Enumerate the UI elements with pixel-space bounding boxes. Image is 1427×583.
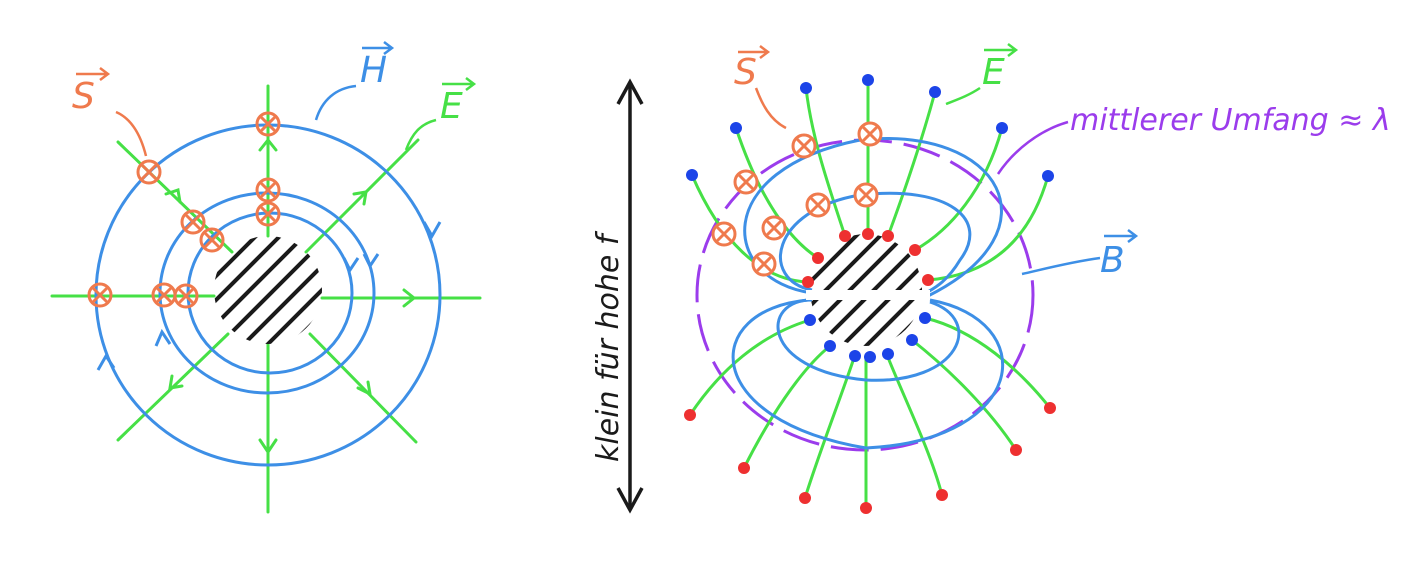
h-arrow-inner bbox=[342, 257, 360, 273]
negative-charge-dot bbox=[906, 334, 918, 346]
negative-charge-dot bbox=[686, 169, 698, 181]
e-arrow-down bbox=[258, 438, 278, 455]
s-into-page-icon bbox=[733, 169, 759, 195]
positive-charge-dot bbox=[862, 228, 874, 240]
left-poynting-symbols bbox=[87, 111, 281, 309]
negative-charge-dot bbox=[804, 314, 816, 326]
right-diagram: S E mittlerer Umfang ≈ λ B bbox=[684, 43, 1391, 514]
positive-charge-dot bbox=[839, 230, 851, 242]
s-into-page-icon bbox=[180, 209, 206, 235]
negative-charge-dot bbox=[800, 82, 812, 94]
e-line-downright bbox=[308, 332, 418, 444]
h-arrow-outer bbox=[422, 221, 442, 240]
s-into-page-icon bbox=[173, 283, 199, 309]
e-line-upright bbox=[304, 138, 420, 254]
positive-charge-dot bbox=[922, 274, 934, 286]
annotation-circumference: mittlerer Umfang ≈ λ bbox=[1070, 103, 1391, 138]
positive-charge-dot bbox=[860, 502, 872, 514]
negative-charge-dot bbox=[862, 74, 874, 86]
label-s-right: S bbox=[734, 52, 757, 93]
positive-charge-dot bbox=[936, 489, 948, 501]
negative-charge-dot bbox=[1042, 170, 1054, 182]
h-arrow-middle bbox=[362, 253, 380, 269]
conductor-gap bbox=[806, 290, 930, 300]
s-into-page-icon bbox=[761, 215, 787, 241]
s-into-page-icon bbox=[255, 201, 281, 227]
right-blue-dots bbox=[686, 74, 1054, 363]
h-arrow-left-a bbox=[154, 328, 172, 347]
axis-arrow-down-icon bbox=[616, 487, 644, 514]
s-into-page-icon bbox=[853, 182, 879, 208]
positive-charge-dot bbox=[1044, 402, 1056, 414]
s-into-page-icon bbox=[857, 121, 883, 147]
s-into-page-icon bbox=[87, 282, 113, 308]
negative-charge-dot bbox=[929, 86, 941, 98]
positive-charge-dot bbox=[802, 276, 814, 288]
s-into-page-icon bbox=[136, 159, 162, 185]
e-arrow-right bbox=[402, 288, 417, 308]
positive-charge-dot bbox=[882, 230, 894, 242]
negative-charge-dot bbox=[730, 122, 742, 134]
e-arrow-upright bbox=[352, 190, 368, 206]
left-labels: S H E bbox=[72, 41, 477, 157]
s-into-page-icon bbox=[711, 221, 737, 247]
s-into-page-icon bbox=[255, 177, 281, 203]
positive-charge-dot bbox=[909, 244, 921, 256]
negative-charge-dot bbox=[824, 340, 836, 352]
negative-charge-dot bbox=[864, 351, 876, 363]
label-s-left: S bbox=[72, 76, 95, 117]
e-arrow-up bbox=[258, 137, 278, 152]
right-labels: S E mittlerer Umfang ≈ λ B bbox=[734, 43, 1391, 281]
label-b-right: B bbox=[1100, 240, 1125, 281]
e-arrow-upleft bbox=[164, 188, 182, 204]
e-arrow-downright bbox=[356, 380, 372, 397]
s-into-page-icon bbox=[751, 251, 777, 277]
e-arrow-downleft bbox=[168, 374, 184, 390]
right-poynting-symbols bbox=[711, 121, 883, 277]
s-into-page-icon bbox=[255, 111, 281, 137]
axis-label: klein für hohe f bbox=[591, 230, 626, 462]
positive-charge-dot bbox=[812, 252, 824, 264]
left-diagram: S H E bbox=[50, 41, 482, 514]
positive-charge-dot bbox=[684, 409, 696, 421]
frequency-axis: klein für hohe f bbox=[591, 78, 644, 514]
s-into-page-icon bbox=[791, 133, 817, 159]
positive-charge-dot bbox=[738, 462, 750, 474]
s-into-page-icon bbox=[805, 192, 831, 218]
s-into-page-icon bbox=[199, 227, 225, 253]
negative-charge-dot bbox=[919, 312, 931, 324]
right-electric-field-lines bbox=[688, 78, 1052, 510]
axis-arrow-up-icon bbox=[616, 78, 644, 105]
positive-charge-dot bbox=[1010, 444, 1022, 456]
negative-charge-dot bbox=[882, 348, 894, 360]
label-e-left: E bbox=[440, 86, 463, 127]
negative-charge-dot bbox=[849, 350, 861, 362]
right-red-dots bbox=[684, 228, 1056, 514]
positive-charge-dot bbox=[799, 492, 811, 504]
h-arrow-left-b bbox=[96, 353, 116, 371]
label-e-right: E bbox=[982, 52, 1005, 93]
label-h-left: H bbox=[360, 50, 387, 91]
negative-charge-dot bbox=[996, 122, 1008, 134]
